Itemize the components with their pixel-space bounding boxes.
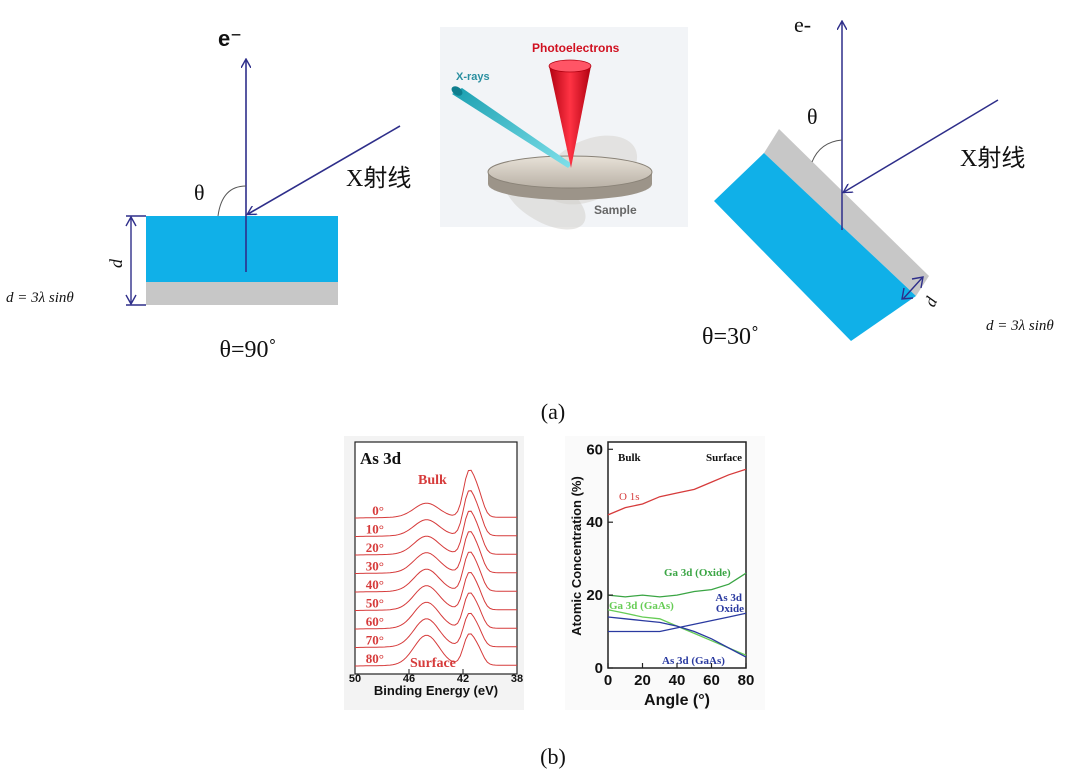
spectra-x-tick-label: 38 bbox=[511, 673, 523, 685]
conc-bulk-label: Bulk bbox=[618, 452, 642, 464]
spectrum-angle-label: 50° bbox=[366, 596, 384, 611]
spectrum-curve-1 bbox=[355, 490, 517, 537]
spectrum-curve-3 bbox=[355, 531, 517, 574]
conc-y-ticks: 0 20 40 60 bbox=[586, 441, 613, 677]
concentration-chart: 0 20 40 60 0 20 40 60 80 Bulk Surface O 1s Ga 3… bbox=[565, 436, 765, 710]
photoelectron-cone-top bbox=[548, 59, 592, 73]
spectra-curves bbox=[355, 469, 517, 667]
right-theta-label: θ bbox=[807, 104, 818, 129]
sample-label: Sample bbox=[594, 203, 637, 217]
right-substrate-layer bbox=[764, 129, 929, 296]
right-d-dimension bbox=[902, 277, 923, 300]
left-d-arrowhead-top bbox=[125, 215, 137, 227]
conc-y-tick-label: 20 bbox=[586, 587, 603, 604]
conc-y-tick-label: 40 bbox=[586, 514, 603, 531]
spectrum-curve-4 bbox=[355, 551, 517, 593]
spectra-chart: As 3d Bulk Surface 0° 10° 20° 30° 40° 50° 60° 7… bbox=[344, 436, 524, 710]
xray-beam-end bbox=[451, 86, 463, 96]
left-d-arrowhead-bottom bbox=[125, 294, 137, 306]
spectrum-curve-7 bbox=[355, 612, 517, 648]
left-d-label: d bbox=[106, 258, 126, 268]
spectrum-angle-label: 10° bbox=[366, 522, 384, 537]
conc-x-tick-label: 80 bbox=[738, 672, 755, 689]
right-schematic: e- θ X射线 d d = 3λ sinθ θ=30˚ bbox=[702, 12, 1054, 350]
conc-series-line-1 bbox=[607, 572, 747, 598]
right-sample-layer bbox=[714, 153, 916, 341]
spectra-surface-label: Surface bbox=[410, 656, 456, 671]
spectrum-angle-label: 20° bbox=[366, 540, 384, 555]
right-d-arrowhead-top bbox=[911, 276, 924, 289]
panel-a-caption: (a) bbox=[541, 399, 565, 424]
spectra-x-axis-label: Binding Energy (eV) bbox=[374, 683, 498, 698]
photoelectrons-label: Photoelectrons bbox=[532, 41, 620, 55]
left-theta-label: θ bbox=[194, 180, 205, 205]
spectra-x-tick-label: 42 bbox=[457, 673, 469, 685]
xray-beam bbox=[452, 88, 572, 168]
left-xray-arrow bbox=[248, 125, 401, 214]
spectrum-curve-0 bbox=[355, 469, 517, 519]
spectra-x-tick-label: 50 bbox=[349, 673, 361, 685]
spectra-bulk-label: Bulk bbox=[418, 473, 447, 488]
spectra-x-tick-label: 46 bbox=[403, 673, 415, 685]
conc-series-line-3 bbox=[608, 612, 747, 633]
spectrum-curve-5 bbox=[355, 571, 517, 611]
spectrum-angle-label: 60° bbox=[366, 614, 384, 629]
left-angle-caption: θ=90˚ bbox=[219, 337, 276, 363]
left-xray-label: X射线 bbox=[346, 165, 411, 192]
spectrum-curve-6 bbox=[355, 592, 517, 630]
right-formula: d = 3λ sinθ bbox=[986, 318, 1054, 334]
conc-y-axis-label: Atomic Concentration (%) bbox=[569, 476, 584, 636]
xrays-label: X-rays bbox=[456, 71, 490, 83]
left-schematic: e⁻ θ X射线 d d = 3λ sinθ θ=90˚ bbox=[6, 26, 411, 363]
conc-x-axis-label: Angle (°) bbox=[644, 692, 710, 709]
spectrum-curve-8 bbox=[355, 633, 517, 667]
conc-surface-label: Surface bbox=[706, 452, 742, 464]
series-label-ga-gaas: Ga 3d (GaAs) bbox=[609, 600, 674, 612]
spectra-title: As 3d bbox=[360, 449, 402, 468]
spectrum-curve-2 bbox=[355, 510, 517, 556]
spectrum-angle-label: 70° bbox=[366, 633, 384, 648]
panel-b-caption: (b) bbox=[540, 744, 566, 769]
conc-y-tick-label: 0 bbox=[595, 660, 603, 677]
right-xray-arrow bbox=[844, 99, 999, 192]
right-d-label: d bbox=[920, 294, 941, 310]
series-label-as-gaas: As 3d (GaAs) bbox=[662, 655, 725, 667]
conc-x-tick-label: 20 bbox=[634, 672, 651, 689]
conc-plot-frame bbox=[607, 441, 747, 669]
right-electron-label: e- bbox=[794, 12, 811, 37]
conc-lines bbox=[607, 468, 747, 658]
left-formula: d = 3λ sinθ bbox=[6, 290, 74, 306]
series-label-as-oxide-line1: As 3d bbox=[715, 592, 742, 604]
series-label-ga-oxide: Ga 3d (Oxide) bbox=[664, 567, 731, 579]
conc-x-ticks: 0 20 40 60 80 bbox=[604, 663, 755, 689]
left-electron-label: e⁻ bbox=[218, 26, 242, 51]
conc-x-tick-label: 60 bbox=[703, 672, 720, 689]
right-d-arrowhead-bottom bbox=[901, 287, 914, 300]
spectrum-angle-label: 30° bbox=[366, 559, 384, 574]
conc-x-tick-label: 40 bbox=[669, 672, 686, 689]
conc-y-tick-label: 60 bbox=[586, 441, 603, 458]
spectrum-angle-label: 80° bbox=[366, 651, 384, 666]
series-label-as-oxide-line2: Oxide bbox=[716, 603, 744, 615]
photoelectron-cone bbox=[549, 66, 591, 168]
center-illustration: Photoelectrons X-rays Sample bbox=[440, 27, 688, 230]
spectrum-angle-label: 40° bbox=[366, 577, 384, 592]
conc-x-tick-label: 0 bbox=[604, 672, 612, 689]
spectrum-angle-label: 0° bbox=[372, 503, 384, 518]
conc-series-line-4 bbox=[607, 616, 747, 658]
conc-series-line-0 bbox=[607, 468, 747, 516]
left-theta-arc bbox=[217, 185, 247, 217]
spectra-x-ticks: 50 46 42 38 bbox=[349, 669, 523, 685]
spectra-series-labels: 0° 10° 20° 30° 40° 50° 60° 70° 80° bbox=[366, 503, 384, 666]
right-theta-arc bbox=[811, 139, 843, 163]
left-substrate-layer bbox=[146, 282, 338, 305]
right-angle-caption: θ=30˚ bbox=[702, 324, 759, 350]
series-label-o1s: O 1s bbox=[619, 491, 639, 503]
right-xray-label: X射线 bbox=[960, 145, 1025, 172]
left-sample-layer bbox=[146, 216, 338, 282]
